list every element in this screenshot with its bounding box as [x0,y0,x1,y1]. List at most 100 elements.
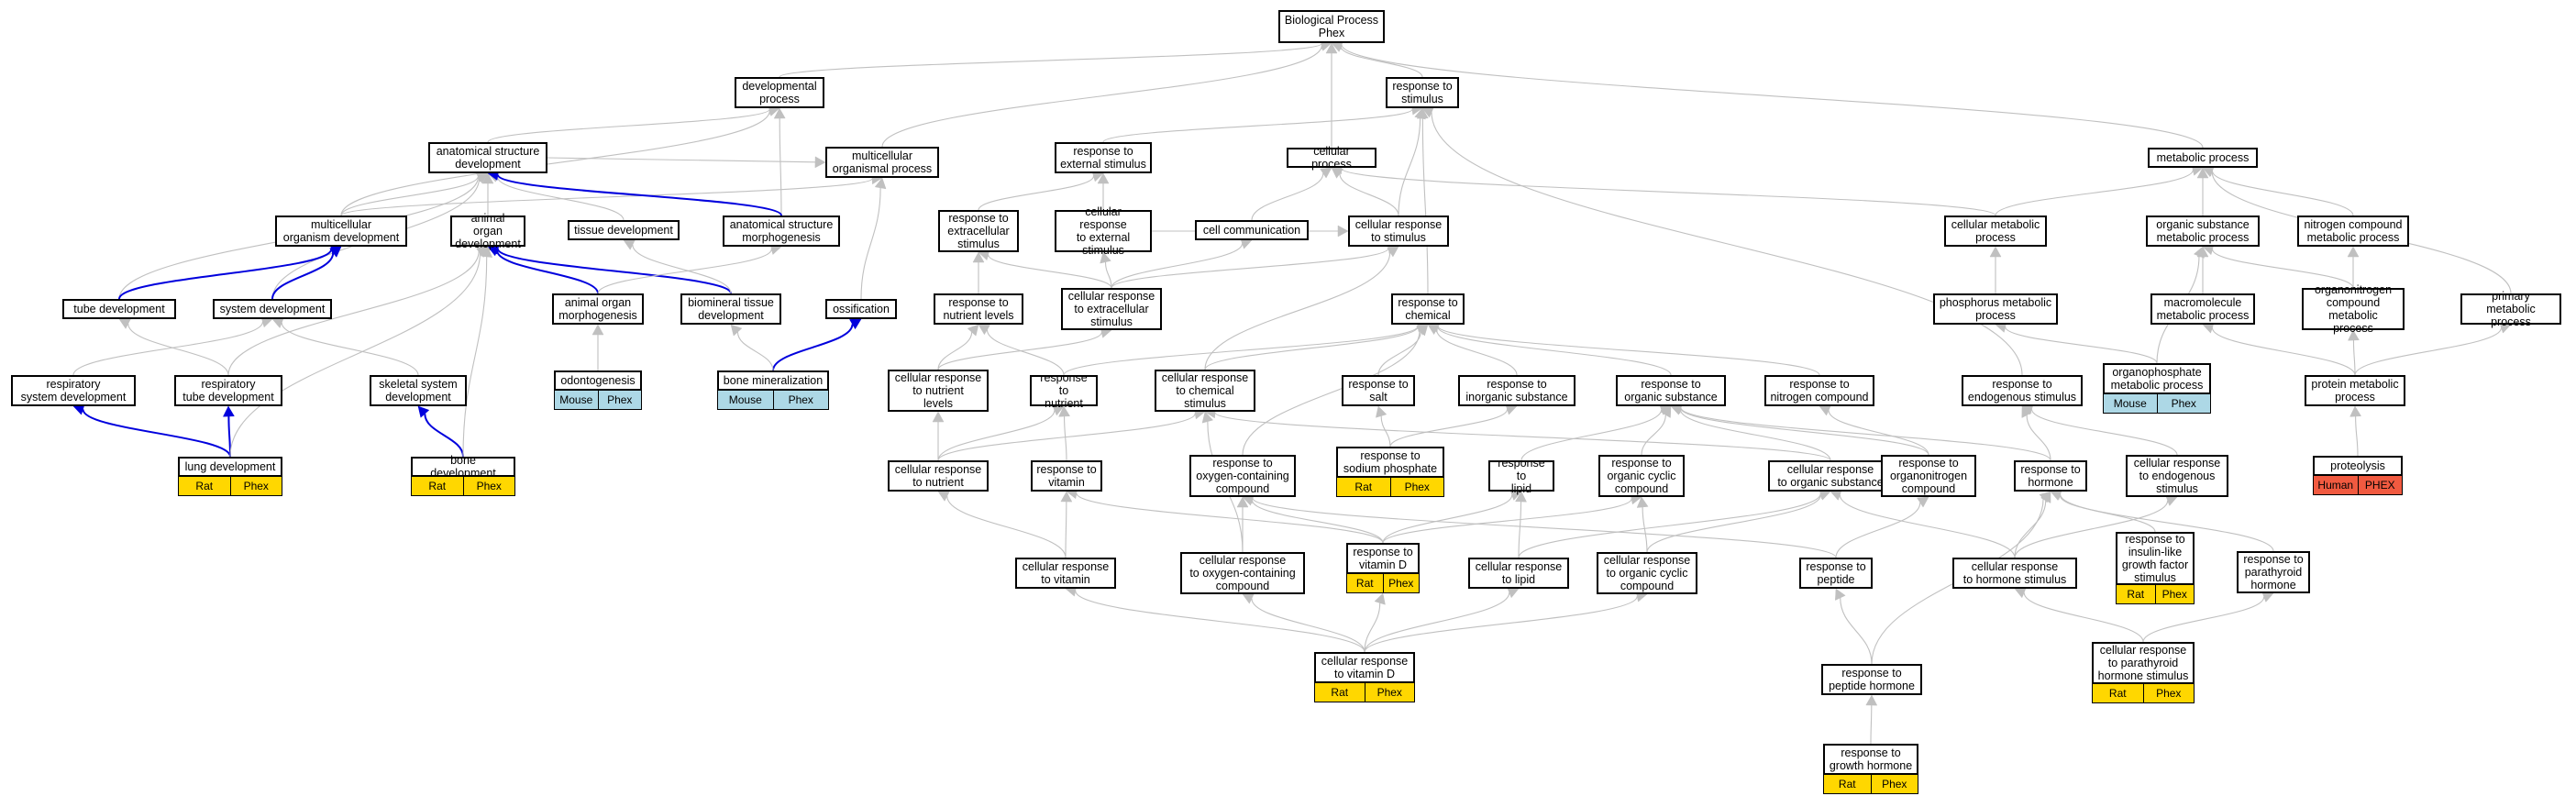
go-term-rtnl[interactable]: response to nutrient levels [934,293,1023,325]
go-term-rtonc[interactable]: response to organonitrogen compound [1881,455,1976,497]
go-term-primp[interactable]: primary metabolic process [2460,290,2561,328]
go-term-sysd[interactable]: system development [213,299,332,319]
go-term-rtis[interactable]: response to inorganic substance [1458,375,1575,406]
go-term-rtsp[interactable]: response to sodium phosphate [1336,447,1444,478]
edge-cmp-to-mp [1995,170,2194,216]
go-term-crtvd[interactable]: cellular response to vitamin D [1314,652,1415,683]
go-term-crtocc[interactable]: cellular response to oxygen-containing c… [1180,552,1305,594]
edge-cc-to-cp [1251,172,1324,221]
go-term-aod[interactable]: animal organ development [450,212,525,250]
go-term-pmp[interactable]: phosphorus metabolic process [1933,293,2058,325]
edge-arrowhead [1325,42,1338,54]
go-term-rtvit[interactable]: response to vitamin [1031,460,1102,492]
go-term-rts[interactable]: response to stimulus [1386,77,1459,108]
go-term-crtend[interactable]: cellular response to endogenous stimulus [2126,455,2228,497]
edge-ppmp-to-primp [2354,327,2503,376]
go-term-crtocyc[interactable]: cellular response to organic cyclic comp… [1597,552,1697,594]
go-term-ncmp[interactable]: nitrogen compound metabolic process [2297,216,2409,247]
edge-arrowhead [1636,496,1649,508]
go-term-rtpep[interactable]: response to peptide [1799,558,1873,589]
go-term-odo[interactable]: odontogenesis [554,370,642,391]
go-term-rtes[interactable]: response to external stimulus [1055,142,1152,173]
go-term-bp[interactable]: Biological Process Phex [1278,10,1385,43]
go-term-td[interactable]: tissue development [568,220,680,240]
go-term-prot[interactable]: proteolysis [2313,456,2403,476]
go-term-oss[interactable]: ossification [825,299,897,319]
go-term-rthorm[interactable]: response to hormone [2014,460,2087,492]
edge-crts-to-rts [1398,117,1421,216]
go-term-rtc[interactable]: response to chemical [1391,293,1465,325]
go-term-rtph[interactable]: response to peptide hormone [1821,664,1922,695]
gene-label: Phex [229,477,282,495]
go-term-cc[interactable]: cell communication [1195,220,1309,240]
go-term-rtex[interactable]: response to extracellular stimulus [938,210,1019,252]
go-term-btd[interactable]: biomineral tissue development [680,293,781,325]
edge-arrowhead [417,405,430,418]
go-term-rtocyc[interactable]: response to organic cyclic compound [1598,455,1685,497]
go-term-crtvit[interactable]: cellular response to vitamin [1015,558,1116,589]
go-term-rtend[interactable]: response to endogenous stimulus [1962,375,2083,406]
go-term-crtlip[interactable]: cellular response to lipid [1468,558,1569,589]
go-term-rtd[interactable]: respiratory tube development [174,375,282,406]
go-term-ssd[interactable]: skeletal system development [370,375,467,406]
edge-bmin-to-btd [736,332,774,371]
go-term-cmp[interactable]: cellular metabolic process [1944,216,2047,247]
go-term-boned[interactable]: bone development [411,454,515,480]
edge-arrowhead [1865,694,1878,706]
go-term-opmp[interactable]: organophosphate metabolic process [2103,363,2211,394]
go-term-rtigf[interactable]: response to insulin-like growth factor s… [2116,532,2195,585]
gene-label: Phex [2142,684,2194,702]
go-term-crtes[interactable]: cellular response to external stimulus [1055,205,1152,257]
go-term-crtn[interactable]: cellular response to nutrient [888,460,989,492]
go-term-crtex[interactable]: cellular response to extracellular stimu… [1061,288,1162,330]
edge-td-to-asd [496,176,625,221]
go-term-osmp[interactable]: organic substance metabolic process [2146,216,2260,247]
go-term-tubd[interactable]: tube development [62,299,176,319]
go-term-rtlip[interactable]: response to lipid [1488,457,1554,495]
go-term-lungd[interactable]: lung development [178,457,282,477]
species-label: Human [2314,476,2358,494]
go-term-rtnc[interactable]: response to nitrogen compound [1764,375,1874,406]
go-term-crts[interactable]: cellular response to stimulus [1348,216,1449,247]
go-term-crtos[interactable]: cellular response to organic substance [1768,460,1893,492]
go-term-rtocc[interactable]: response to oxygen-containing compound [1189,455,1296,497]
edge-arrowhead [1917,496,1929,508]
go-term-mod[interactable]: multicellular organism development [275,216,407,247]
go-term-oncmp[interactable]: organonitrogen compound metabolic proces… [2302,283,2405,335]
go-term-cp[interactable]: cellular process [1287,145,1376,171]
go-term-rtpth[interactable]: response to parathyroid hormone [2237,551,2310,593]
go-term-rsd[interactable]: respiratory system development [11,375,136,406]
go-term-crtnl[interactable]: cellular response to nutrient levels [888,370,989,412]
go-term-dev[interactable]: developmental process [735,77,824,108]
go-term-rtn[interactable]: response to nutrient [1030,371,1098,410]
go-term-mop[interactable]: multicellular organismal process [825,147,939,178]
go-term-aom[interactable]: animal organ morphogenesis [552,293,644,325]
edge-arrowhead [481,246,493,258]
edge-rtd-to-tubd [127,323,229,376]
go-term-crtpth[interactable]: cellular response to parathyroid hormone… [2092,642,2195,684]
edge-arrowhead [2347,246,2360,258]
edge-arrowhead [1387,246,1399,258]
go-term-ppmp[interactable]: protein metabolic process [2305,375,2405,406]
edge-arrowhead [978,324,990,336]
go-term-mmp[interactable]: macromolecule metabolic process [2150,293,2255,325]
edge-lungd-to-aod [229,252,481,458]
go-term-asd[interactable]: anatomical structure development [428,142,547,173]
edge-mop-to-bp [881,45,1322,148]
gene-label: Phex [2156,394,2210,413]
go-term-rtsalt[interactable]: response to salt [1342,375,1415,406]
edge-rtocc-to-rtc [1242,330,1421,456]
go-term-mp[interactable]: metabolic process [2148,148,2258,168]
go-term-crths[interactable]: cellular response to hormone stimulus [1952,558,2077,589]
go-term-bmin[interactable]: bone mineralization [717,370,829,391]
edge-prot-to-ppmp [2355,415,2359,457]
go-term-asm[interactable]: anatomical structure morphogenesis [723,216,840,247]
go-term-rtgh[interactable]: response to growth hormone [1823,744,1918,775]
edge-arrowhead [932,411,945,423]
go-term-crtcs[interactable]: cellular response to chemical stimulus [1155,370,1255,412]
gene-label: Phex [1389,478,1443,496]
go-term-rtos[interactable]: response to organic substance [1616,375,1726,406]
go-term-rtvd[interactable]: response to vitamin D [1346,543,1420,574]
